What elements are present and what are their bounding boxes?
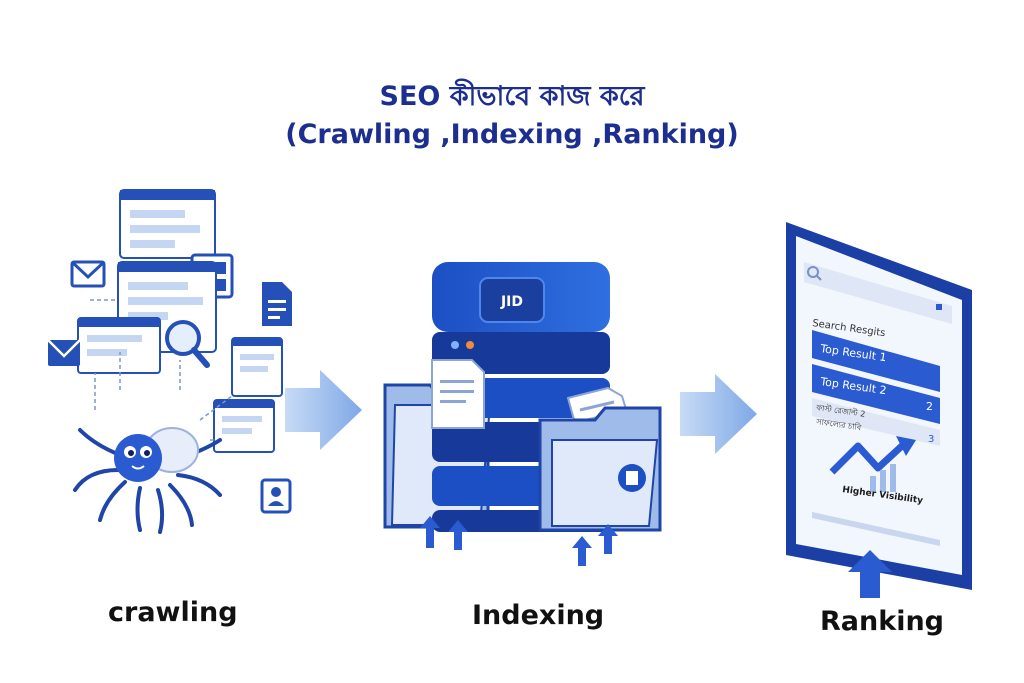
spider-crawler-icon <box>73 427 222 534</box>
document-icon <box>262 282 292 326</box>
flow-arrow-1 <box>285 370 362 450</box>
server-logo: JID <box>500 294 523 310</box>
stage-label-indexing: Indexing <box>472 600 605 631</box>
document-icon <box>431 359 485 429</box>
stage-label-ranking: Ranking <box>820 606 944 637</box>
mail-icon <box>47 339 81 366</box>
web-page-card <box>119 189 216 259</box>
result-3-rank: 3 <box>928 434 934 445</box>
folder-icon <box>538 406 662 532</box>
web-page-card <box>77 317 161 374</box>
search-bar <box>804 262 952 324</box>
flow-arrow-2 <box>680 374 757 454</box>
crawling-illustration <box>47 189 292 534</box>
result-2-rank: 2 <box>926 400 933 413</box>
web-page-card <box>231 337 283 397</box>
diagram-title: SEO কীভাবে কাজ করে <box>379 81 645 112</box>
user-profile-icon <box>260 478 292 514</box>
upload-arrows <box>420 516 618 566</box>
trend-up-icon <box>829 436 916 492</box>
indexing-illustration: ⇅ JID <box>383 262 662 566</box>
diagram-subtitle: (Crawling ,Indexing ,Ranking) <box>285 119 739 150</box>
search-result-1: Top Result 1 <box>812 330 940 392</box>
web-page-card <box>213 399 275 453</box>
crawl-links <box>90 299 233 441</box>
stage-label-crawling: crawling <box>108 597 238 628</box>
search-result-2: Top Result 2 2 <box>812 364 940 424</box>
magnifier-icon <box>165 320 210 368</box>
mail-icon <box>70 260 106 288</box>
title-block: SEO কীভাবে কাজ করে (Crawling ,Indexing ,… <box>0 78 1024 154</box>
ranking-illustration: Search Resgits Top Result 1 Top Result 2… <box>786 222 972 598</box>
ranking-up-arrow <box>848 550 892 598</box>
